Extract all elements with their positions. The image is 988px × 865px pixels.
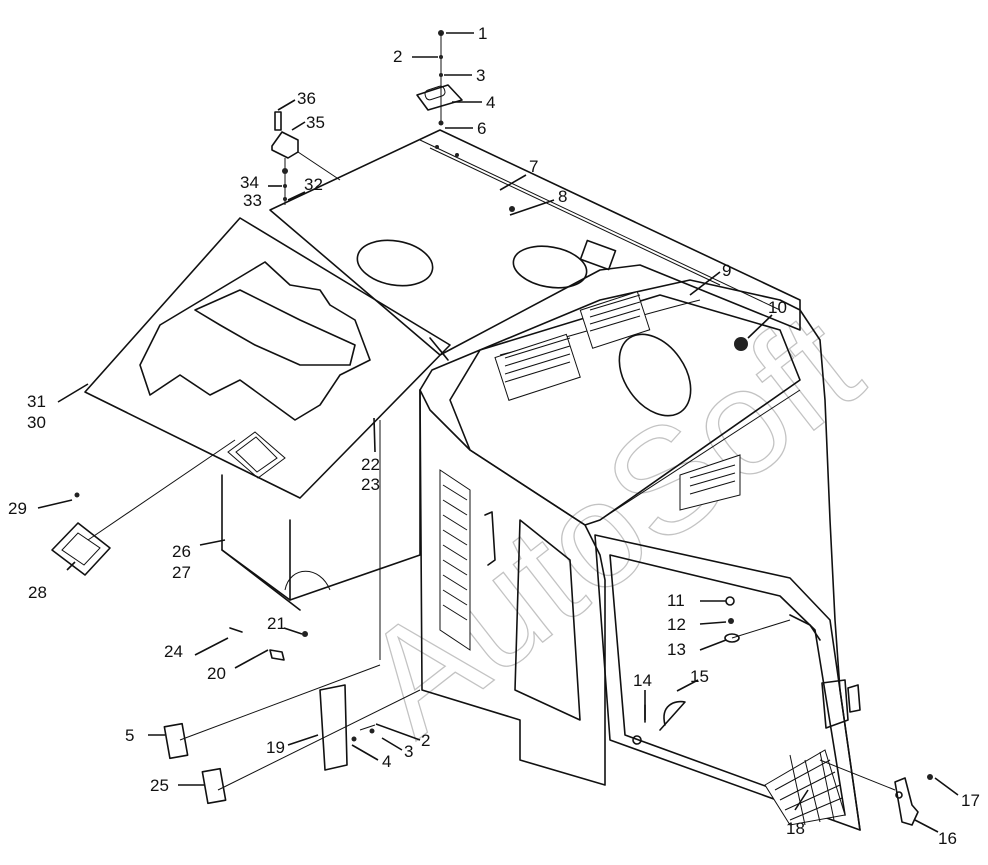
callout-35: 35 bbox=[306, 113, 325, 132]
left-lower-box bbox=[221, 389, 421, 611]
bracket-parts bbox=[271, 111, 341, 205]
callout-13: 13 bbox=[667, 640, 686, 659]
callout-27: 27 bbox=[172, 563, 191, 582]
callout-5: 5 bbox=[125, 726, 134, 745]
callout-22: 22 bbox=[361, 455, 380, 474]
callout-17: 17 bbox=[961, 791, 980, 810]
callout-4-lower: 4 bbox=[382, 752, 391, 771]
callout-19: 19 bbox=[266, 738, 285, 757]
callout-9: 9 bbox=[722, 261, 731, 280]
callout-20: 20 bbox=[207, 664, 226, 683]
callout-25: 25 bbox=[150, 776, 169, 795]
callout-30: 30 bbox=[27, 413, 46, 432]
callout-36: 36 bbox=[297, 89, 316, 108]
small-left-parts bbox=[163, 420, 421, 805]
roof-plug bbox=[734, 337, 748, 351]
callout-11: 11 bbox=[667, 591, 685, 610]
callout-8: 8 bbox=[558, 187, 567, 206]
callout-18: 18 bbox=[786, 819, 805, 838]
callout-21: 21 bbox=[267, 614, 286, 633]
callout-10: 10 bbox=[768, 298, 787, 317]
left-cover-panel bbox=[84, 217, 451, 499]
callout-16: 16 bbox=[938, 829, 957, 848]
callout-23: 23 bbox=[361, 475, 380, 494]
callout-6: 6 bbox=[477, 119, 486, 138]
access-plate bbox=[51, 439, 236, 576]
watermark-text: AutoSoft bbox=[332, 280, 889, 767]
watermark: AutoSoft bbox=[331, 279, 889, 767]
callout-28: 28 bbox=[28, 583, 47, 602]
callout-32: 32 bbox=[304, 175, 323, 194]
callout-33: 33 bbox=[243, 191, 262, 210]
callout-26: 26 bbox=[172, 542, 191, 561]
callout-15: 15 bbox=[690, 667, 709, 686]
roof-vents bbox=[494, 291, 651, 401]
callout-29: 29 bbox=[8, 499, 27, 518]
callout-31: 31 bbox=[27, 392, 46, 411]
callout-2-lower: 2 bbox=[421, 731, 430, 750]
callout-14: 14 bbox=[633, 671, 652, 690]
cab-body bbox=[419, 279, 861, 831]
callout-4: 4 bbox=[486, 93, 495, 112]
side-grille bbox=[439, 469, 471, 651]
callout-3: 3 bbox=[476, 66, 485, 85]
door-latch-16 bbox=[819, 759, 933, 826]
leader-lines bbox=[37, 32, 959, 833]
door-frame bbox=[594, 534, 861, 831]
callout-3-lower: 3 bbox=[404, 742, 413, 761]
callout-34: 34 bbox=[240, 173, 259, 192]
callout-2: 2 bbox=[393, 47, 402, 66]
roof-panel bbox=[269, 129, 801, 356]
callout-1: 1 bbox=[478, 24, 487, 43]
callout-12: 12 bbox=[667, 615, 686, 634]
handle bbox=[484, 511, 496, 566]
callout-7: 7 bbox=[529, 157, 538, 176]
callout-labels: 1 2 3 4 6 7 8 9 10 11 12 13 14 15 16 17 … bbox=[8, 24, 980, 848]
callout-24: 24 bbox=[164, 642, 183, 661]
top-hinge-parts bbox=[416, 30, 463, 126]
